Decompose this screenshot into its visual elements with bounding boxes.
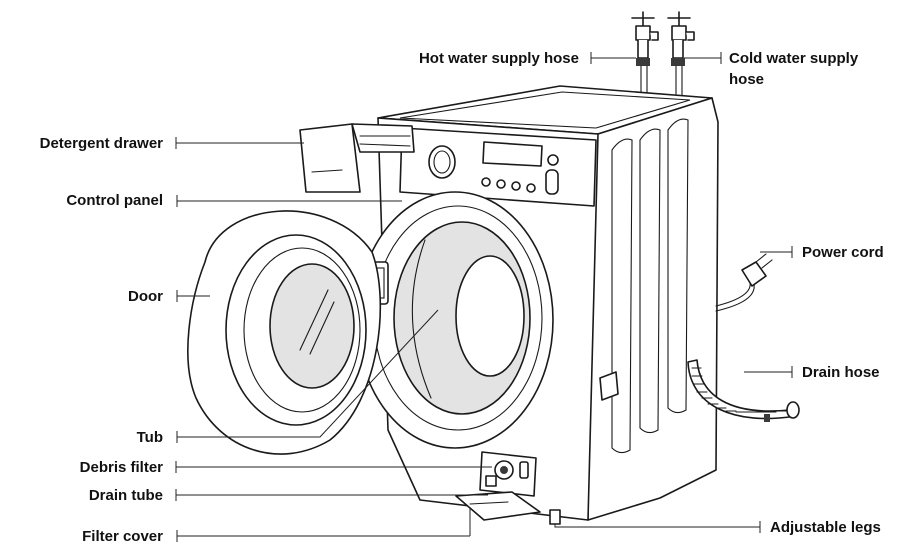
label-detergent-drawer: Detergent drawer — [40, 135, 164, 152]
label-drain-hose: Drain hose — [802, 364, 880, 381]
leg-shape — [549, 509, 561, 525]
debris-filter-shape — [479, 451, 537, 497]
label-debris-filter: Debris filter — [80, 459, 164, 476]
label-door: Door — [128, 288, 163, 305]
washing-machine-illustration — [187, 11, 800, 525]
door-shape — [187, 210, 382, 455]
filter-cover-shape — [455, 491, 541, 521]
label-tub: Tub — [137, 429, 163, 446]
drain-hose-shape — [687, 359, 800, 422]
power-cord-shape — [715, 253, 773, 312]
detergent-drawer-shape — [299, 123, 415, 193]
label-control-panel: Control panel — [66, 192, 163, 209]
faucets — [631, 11, 695, 97]
label-hot-water-supply-hose: Hot water supply hose — [419, 50, 579, 67]
label-cold-water-supply-hose-line2: hose — [729, 71, 764, 88]
cabinet-side — [584, 97, 719, 521]
labels: Hot water supply hose Cold water supply … — [40, 50, 884, 545]
label-filter-cover: Filter cover — [82, 528, 163, 545]
label-power-cord: Power cord — [802, 244, 884, 261]
label-drain-tube: Drain tube — [89, 487, 163, 504]
label-adjustable-legs: Adjustable legs — [770, 519, 881, 536]
leader-lines — [175, 52, 793, 542]
label-cold-water-supply-hose-line1: Cold water supply — [729, 50, 859, 67]
